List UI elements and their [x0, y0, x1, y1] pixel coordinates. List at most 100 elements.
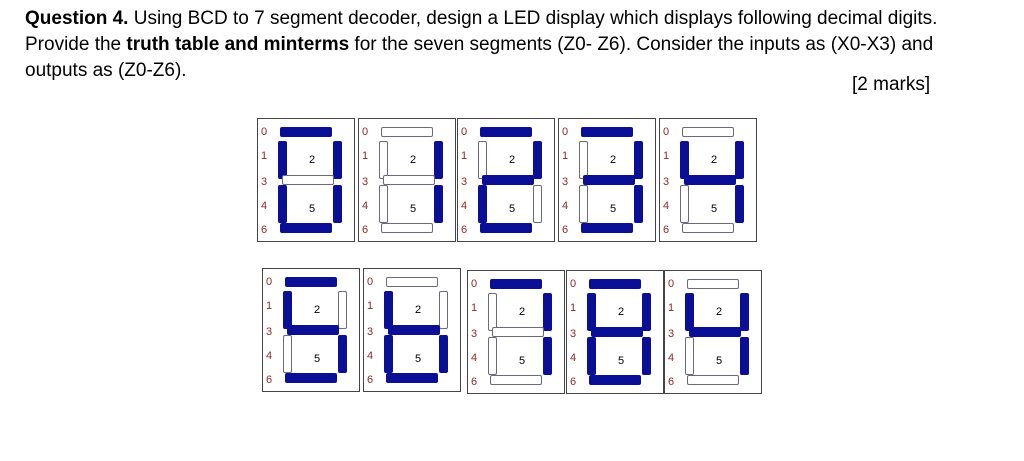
segment-lower-right	[740, 337, 749, 375]
segment-lower-right	[333, 185, 342, 223]
segment-label-1: 1	[562, 150, 569, 162]
question-line-1: Question 4. Using BCD to 7 segment decod…	[25, 6, 1000, 32]
segment-label-1: 1	[261, 150, 268, 162]
segment-middle	[482, 175, 534, 185]
segment-label-1: 1	[266, 300, 273, 312]
question-line-2-bold: truth table and minterms	[126, 34, 350, 55]
segment-label-0: 0	[663, 126, 670, 138]
segment-top	[280, 127, 332, 137]
segment-middle	[583, 175, 635, 185]
question-line-3: outputs as (Z0-Z6).	[25, 60, 187, 81]
segment-label-0: 0	[570, 278, 577, 290]
segment-label-4: 4	[367, 350, 374, 362]
segment-label-5: 5	[314, 353, 321, 365]
question-text: Question 4. Using BCD to 7 segment decod…	[25, 6, 1000, 84]
segment-label-2: 2	[309, 154, 316, 166]
segment-label-1: 1	[362, 150, 369, 162]
segment-label-2: 2	[509, 154, 516, 166]
segment-upper-right	[740, 293, 749, 331]
segment-label-2: 2	[711, 154, 718, 166]
segment-upper-left	[685, 293, 694, 331]
segment-label-2: 2	[610, 154, 617, 166]
segment-label-6: 6	[668, 376, 675, 388]
segment-label-0: 0	[668, 278, 675, 290]
segment-lower-left	[685, 337, 694, 375]
segment-label-1: 1	[570, 302, 577, 314]
segment-label-6: 6	[663, 224, 670, 236]
segment-upper-right	[533, 141, 542, 179]
segment-upper-right	[543, 293, 552, 331]
segment-middle	[684, 175, 736, 185]
segment-label-5: 5	[716, 355, 723, 367]
segment-label-0: 0	[266, 276, 273, 288]
segment-upper-right	[634, 141, 643, 179]
segment-top	[386, 277, 438, 287]
segment-bottom	[280, 223, 332, 233]
segment-label-4: 4	[266, 350, 273, 362]
segment-lower-left	[384, 335, 393, 373]
segment-bottom	[386, 373, 438, 383]
segment-label-4: 4	[471, 352, 478, 364]
segment-label-2: 2	[618, 306, 625, 318]
segment-label-1: 1	[367, 300, 374, 312]
segment-label-0: 0	[461, 126, 468, 138]
segment-label-2: 2	[716, 306, 723, 318]
segment-bottom	[687, 375, 739, 385]
segment-middle	[591, 327, 643, 337]
segment-upper-left	[278, 141, 287, 179]
segment-top	[687, 279, 739, 289]
segment-label-6: 6	[266, 374, 273, 386]
segment-lower-right	[634, 185, 643, 223]
question-line-2-start: Provide the	[25, 34, 127, 55]
segment-label-4: 4	[570, 352, 577, 364]
segment-bottom	[682, 223, 734, 233]
segment-lower-right	[543, 337, 552, 375]
segment-label-2: 2	[415, 304, 422, 316]
segment-label-3: 3	[461, 176, 468, 188]
segment-lower-right	[439, 335, 448, 373]
segment-label-5: 5	[415, 353, 422, 365]
segment-label-6: 6	[562, 224, 569, 236]
segment-label-6: 6	[461, 224, 468, 236]
segment-upper-left	[283, 291, 292, 329]
segment-upper-right	[338, 291, 347, 329]
segment-upper-left	[587, 293, 596, 331]
segment-bottom	[285, 373, 337, 383]
segment-label-2: 2	[410, 154, 417, 166]
segment-label-5: 5	[711, 203, 718, 215]
segment-label-4: 4	[461, 200, 468, 212]
segment-lower-right	[533, 185, 542, 223]
segment-label-3: 3	[261, 176, 268, 188]
segment-upper-left	[478, 141, 487, 179]
segment-label-1: 1	[471, 302, 478, 314]
segment-middle	[383, 175, 435, 185]
segment-lower-left	[587, 337, 596, 375]
segment-label-5: 5	[309, 203, 316, 215]
segment-middle	[492, 327, 544, 337]
segment-label-4: 4	[261, 200, 268, 212]
segment-lower-right	[642, 337, 651, 375]
segment-middle	[689, 327, 741, 337]
segment-upper-right	[735, 141, 744, 179]
segment-label-4: 4	[663, 200, 670, 212]
segment-lower-left	[680, 185, 689, 223]
segment-label-5: 5	[618, 355, 625, 367]
segment-label-3: 3	[362, 176, 369, 188]
segment-top	[285, 277, 337, 287]
segment-label-0: 0	[362, 126, 369, 138]
segment-label-3: 3	[663, 176, 670, 188]
segment-label-4: 4	[668, 352, 675, 364]
segment-lower-left	[478, 185, 487, 223]
segment-bottom	[480, 223, 532, 233]
segment-top	[589, 279, 641, 289]
segment-label-1: 1	[668, 302, 675, 314]
segment-label-3: 3	[570, 328, 577, 340]
segment-middle	[287, 325, 339, 335]
